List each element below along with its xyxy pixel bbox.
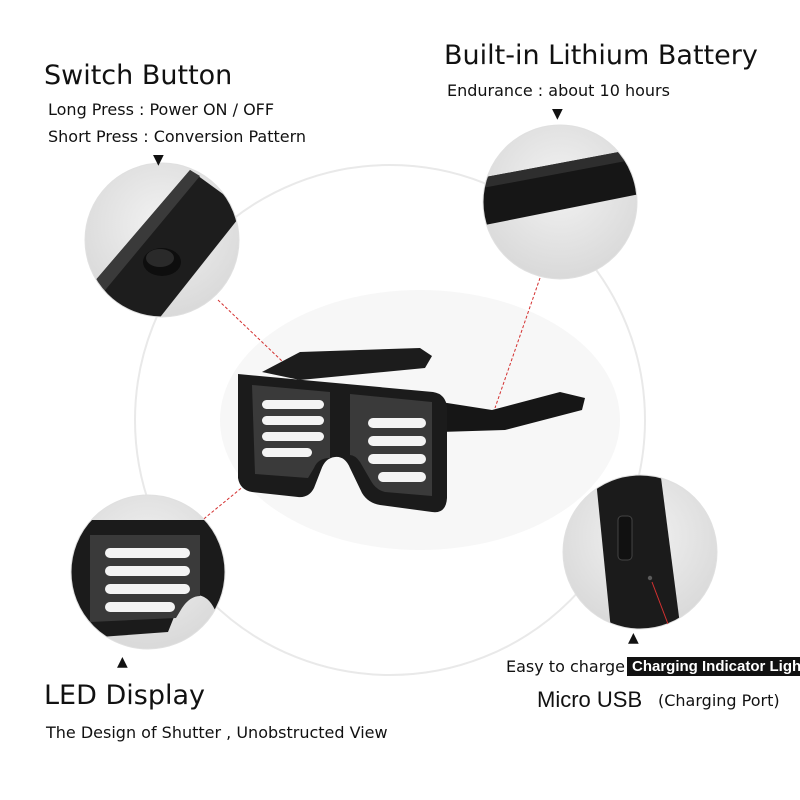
led-display-description: The Design of Shutter , Unobstructed Vie… xyxy=(46,723,388,742)
charging-port-text: (Charging Port) xyxy=(658,691,780,710)
charging-indicator-badge: Charging Indicator Light xyxy=(627,657,800,676)
led-display-zoom xyxy=(70,494,226,650)
charging-port-zoom xyxy=(562,474,718,630)
up-arrow-marker: ▲ xyxy=(628,630,639,646)
long-press-text: Long Press : Power ON / OFF xyxy=(48,100,275,119)
up-arrow-marker: ▲ xyxy=(117,654,128,670)
short-press-text: Short Press : Conversion Pattern xyxy=(48,127,307,146)
easy-to-charge-text: Easy to charge xyxy=(506,657,625,676)
led-glasses xyxy=(238,348,585,513)
switch-button-title: Switch Button xyxy=(44,60,233,91)
down-arrow-marker: ▼ xyxy=(552,106,563,122)
endurance-text: Endurance : about 10 hours xyxy=(447,81,670,100)
led-display-title: LED Display xyxy=(44,680,205,711)
battery-zoom xyxy=(482,124,638,280)
micro-usb-text: Micro USB xyxy=(537,687,643,712)
background-circle xyxy=(134,164,646,676)
down-arrow-marker: ▼ xyxy=(153,152,164,168)
battery-title: Built-in Lithium Battery xyxy=(444,40,758,71)
switch-button-zoom xyxy=(84,162,240,318)
